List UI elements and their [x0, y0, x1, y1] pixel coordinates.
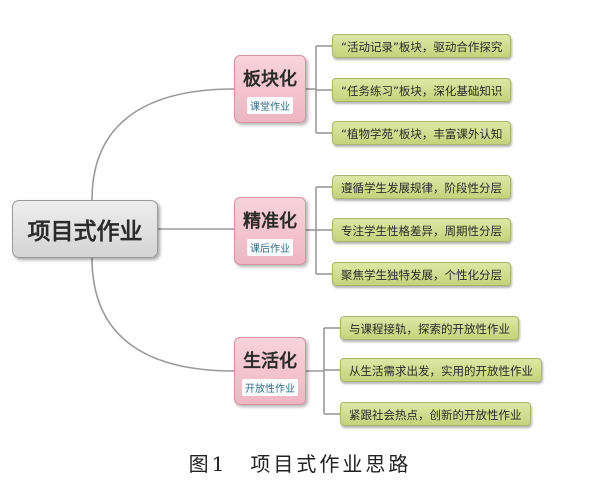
branch-node-life: 生活化 开放性作业 [234, 337, 306, 405]
leaf-node: 聚焦学生独特发展，个性化分层 [332, 262, 511, 286]
leaf-node: 专注学生性格差异，周期性分层 [332, 218, 511, 242]
root-node: 项目式作业 [12, 200, 158, 258]
branch-subtitle: 开放性作业 [242, 379, 298, 396]
branch-node-modular: 板块化 课堂作业 [234, 55, 306, 123]
branch-title: 生活化 [243, 351, 297, 372]
leaf-node: 紧跟社会热点，创新的开放性作业 [340, 402, 531, 426]
leaf-node: “任务练习”板块，深化基础知识 [332, 78, 512, 102]
branch-subtitle: 课后作业 [247, 239, 293, 256]
root-label: 项目式作业 [27, 219, 143, 245]
leaf-node: “植物学苑”板块，丰富课外认知 [332, 121, 512, 145]
branch-title: 板块化 [243, 69, 297, 90]
leaf-node: 与课程接轨，探索的开放性作业 [340, 316, 519, 340]
leaf-node: “活动记录”板块，驱动合作探究 [332, 34, 512, 58]
figure-caption: 图1 项目式作业思路 [188, 452, 412, 476]
leaf-node: 从生活需求出发，实用的开放性作业 [340, 358, 542, 382]
branch-node-precise: 精准化 课后作业 [234, 197, 306, 265]
branch-subtitle: 课堂作业 [247, 97, 293, 114]
leaf-node: 遵循学生发展规律，阶段性分层 [332, 175, 511, 199]
connector-line [91, 257, 235, 372]
branch-title: 精准化 [243, 211, 297, 232]
connector-line [91, 88, 235, 201]
